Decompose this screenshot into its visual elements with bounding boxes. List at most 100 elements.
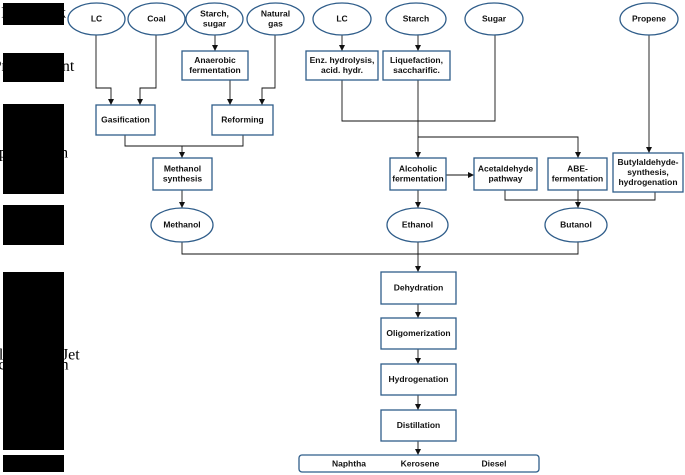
acetaldehyde-pathway-box-line-2: pathway [488, 173, 522, 183]
feedstock-lc-2: LC [312, 2, 372, 36]
connector-9 [341, 80, 418, 122]
feedstock-starch-sugar: Starch,sugar [185, 2, 244, 36]
gasification-box-line-1: Gasification [101, 114, 150, 124]
connector-11-arrowhead [415, 152, 421, 158]
feedstock-lc-2-shape [312, 2, 372, 36]
anaerobic-fermentation-box-line-1: Anaerobic [194, 55, 236, 65]
feedstock-sugar-line-1: Sugar [482, 13, 507, 23]
butylaldehyde-synthesis-box-line-1: Butylaldehyde- [618, 157, 679, 167]
alcoholic-fermentation-box-line-2: fermentation [392, 173, 443, 183]
connector-14-arrowhead [468, 172, 474, 178]
enzymatic-hydrolysis-box-line-1: Enz. hydrolysis, [310, 55, 375, 65]
liquefaction-box-line-2: saccharific. [393, 65, 440, 75]
connector-23-arrowhead [415, 358, 421, 364]
liquefaction-box: Liquefaction,saccharific. [382, 50, 451, 81]
feedstock-starch-sugar-line-2: sugar [203, 18, 227, 28]
stage-label-platform-molecule-line-2: molecule [4, 216, 63, 233]
methanol-synthesis-box-shape [152, 157, 213, 191]
gasification-box-shape [95, 104, 156, 136]
connector-13-arrowhead [575, 152, 581, 158]
abe-fermentation-box-line-2: fermentation [552, 173, 603, 183]
enzymatic-hydrolysis-box-shape [305, 50, 379, 81]
connector-2 [139, 35, 157, 105]
dehydration-box-line-1: Dehydration [394, 282, 444, 292]
anaerobic-fermentation-box-line-2: fermentation [189, 65, 240, 75]
feedstock-lc-line-1: LC [91, 13, 102, 23]
stage-label-pretreatment: Pretreatment [0, 53, 75, 82]
butylaldehyde-synthesis-box-line-2: synthesis, [627, 167, 669, 177]
feedstock-starch-shape [385, 2, 447, 36]
connector-2-arrowhead [137, 99, 143, 105]
enzymatic-hydrolysis-box-line-2: acid. hydr. [321, 65, 363, 75]
connector-17-arrowhead [415, 202, 421, 208]
platform-butanol-line-1: Butanol [560, 219, 592, 229]
platform-ethanol-line-1: Ethanol [402, 219, 433, 229]
stage-label-column: FeedstockPretreatmentAlcoholproductionPl… [0, 3, 80, 472]
feedstock-natural-gas-line-2: gas [268, 18, 283, 28]
connector-4 [215, 79, 231, 105]
feedstock-coal-line-1: Coal [147, 13, 165, 23]
hydrogenation-box: Hydrogenation [380, 363, 457, 396]
butylaldehyde-synthesis-box: Butylaldehyde-synthesis,hydrogenation [612, 152, 684, 193]
connector-20 [181, 242, 579, 255]
connector-3-arrowhead [212, 45, 218, 51]
platform-butanol: Butanol [544, 207, 608, 243]
product-naphtha: Naphtha [332, 458, 366, 468]
stage-label-feedstock-line-1: Feedstock [1, 5, 66, 22]
abe-fermentation-box-shape [547, 157, 608, 191]
platform-ethanol: Ethanol [386, 207, 449, 243]
connector-18 [504, 190, 656, 201]
alcoholic-fermentation-box-shape [389, 157, 447, 191]
connector-8-arrowhead [339, 45, 345, 51]
feedstock-propene: Propene [619, 2, 679, 36]
feedstock-lc-shape [67, 2, 126, 36]
stage-label-alcohol-to-jet-conversion-line-2: conversion [0, 357, 69, 374]
butylaldehyde-synthesis-box-line-3: hydrogenation [618, 177, 677, 187]
abe-fermentation-box-line-1: ABE- [567, 163, 588, 173]
hydrogenation-box-shape [380, 363, 457, 396]
connector-5-arrowhead [259, 99, 265, 105]
feedstock-starch: Starch [385, 2, 447, 36]
feedstock-lc: LC [67, 2, 126, 36]
enzymatic-hydrolysis-box: Enz. hydrolysis,acid. hydr. [305, 50, 379, 81]
acetaldehyde-pathway-box-shape [473, 157, 538, 191]
stage-label-alcohol-production-line-2: production [0, 145, 68, 162]
connector-24-arrowhead [415, 404, 421, 410]
connector-7-arrowhead [179, 152, 185, 158]
connector-16-arrowhead [179, 202, 185, 208]
oligomerization-box-line-1: Oligomerization [386, 328, 450, 338]
stage-label-alcohol-to-jet-conversion-line-1: Alcohol-to-Jet [0, 347, 80, 364]
reforming-box: Reforming [211, 104, 274, 136]
connector-4-arrowhead [227, 99, 233, 105]
connector-6 [124, 135, 244, 147]
liquefaction-box-line-1: Liquefaction, [390, 55, 443, 65]
platform-methanol-line-1: Methanol [163, 219, 200, 229]
feedstock-natural-gas-shape [246, 2, 305, 36]
reforming-box-shape [211, 104, 274, 136]
feedstock-coal-shape [127, 2, 186, 36]
feedstock-propene-shape [619, 2, 679, 36]
platform-methanol: Methanol [150, 207, 214, 243]
stage-label-alcohol-to-jet-conversion-box [3, 272, 64, 450]
methanol-synthesis-box-line-2: synthesis [163, 173, 202, 183]
product-kerosene: Kerosene [401, 458, 440, 468]
platform-ethanol-shape [386, 207, 449, 243]
stage-label-products-box [3, 455, 64, 472]
feedstock-propene-line-1: Propene [632, 13, 666, 23]
connector-21-arrowhead [415, 266, 421, 272]
methanol-synthesis-box-line-1: Methanol [164, 163, 201, 173]
stage-label-feedstock: Feedstock [1, 3, 66, 25]
anaerobic-fermentation-box-shape [181, 50, 249, 81]
platform-butanol-shape [544, 207, 608, 243]
distillation-box-shape [380, 409, 457, 442]
